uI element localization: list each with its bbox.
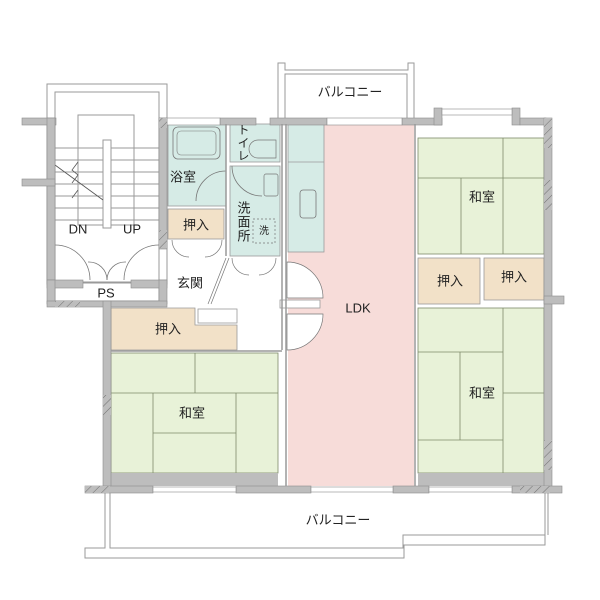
kitchen-sink xyxy=(299,189,317,219)
ldk-label: LDK xyxy=(345,300,371,316)
storage-right-1-label: 押入 xyxy=(436,274,464,290)
washroom-label: 洗面所 xyxy=(234,201,250,243)
washer-label: 洗 xyxy=(259,226,269,237)
washitsu-top-right xyxy=(417,137,545,255)
balcony-top-label: バルコニー xyxy=(317,85,383,101)
balcony-bottom xyxy=(84,491,549,559)
entrance-label: 玄関 xyxy=(176,276,204,292)
washitsu-bottom-right xyxy=(417,307,545,486)
partitions xyxy=(111,124,416,486)
kitchen-counter xyxy=(287,123,325,253)
pipe-space-label: PS xyxy=(97,285,115,301)
washer-space xyxy=(252,218,276,244)
entrance-area xyxy=(171,239,324,351)
hatched-walls xyxy=(55,118,552,493)
storage-entry-label: 押入 xyxy=(182,218,210,234)
storage-right-1 xyxy=(417,257,481,305)
balcony-bottom-label: バルコニー xyxy=(305,513,371,529)
stairwell xyxy=(46,83,168,285)
bathtub xyxy=(172,126,221,160)
toilet-label: トイレ xyxy=(236,123,250,163)
bathroom-label: 浴室 xyxy=(169,170,197,186)
washitsu-left-label: 和室 xyxy=(178,406,206,422)
storage-right-2 xyxy=(483,257,545,301)
washitsu-left xyxy=(110,352,279,486)
storage-right-2-label: 押入 xyxy=(500,270,528,286)
windows-bottom xyxy=(152,486,513,493)
washitsu-top-right-label: 和室 xyxy=(468,190,496,206)
storage-entry xyxy=(167,208,225,240)
storage-left-label: 押入 xyxy=(154,322,182,338)
stairs-down-label: DN xyxy=(68,221,88,237)
balcony-top xyxy=(277,62,415,118)
stairs-up-label: UP xyxy=(122,221,142,237)
washitsu-bottom-right-label: 和室 xyxy=(468,386,496,402)
